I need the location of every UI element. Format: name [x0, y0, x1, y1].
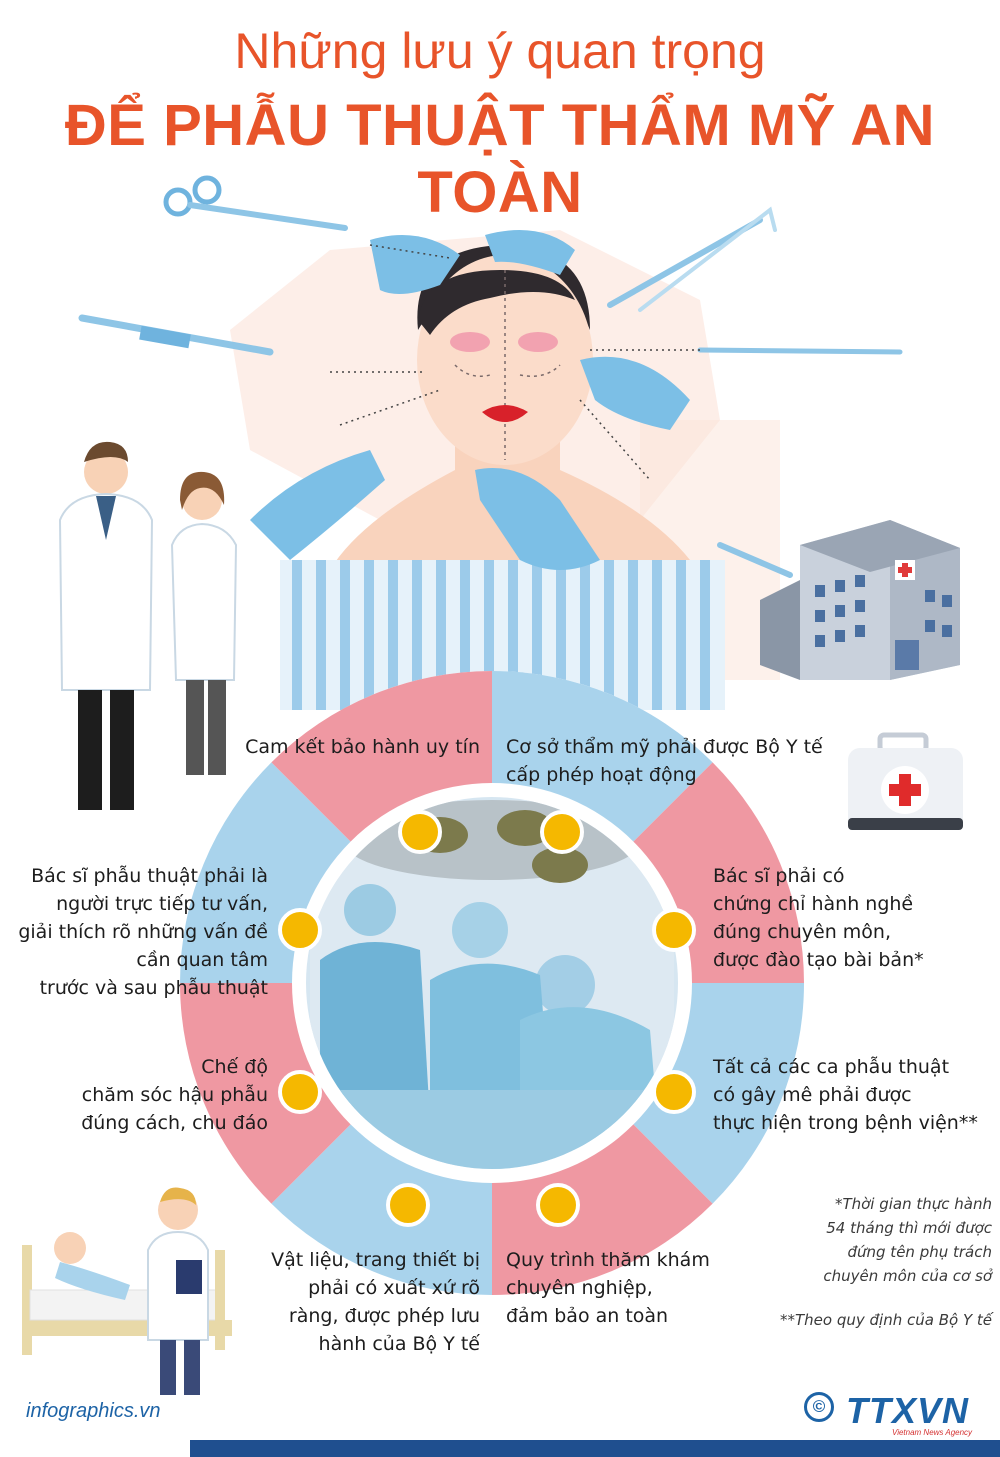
surgery-photo	[310, 800, 674, 1169]
point-cert-line3: đúng chuyên môn,	[713, 921, 892, 943]
point-materials-line4: hành của Bộ Y tế	[318, 1333, 480, 1355]
point-license: Cơ sở thẩm mỹ phải được Bộ Y tế cấp phép…	[506, 733, 846, 789]
footnote-1-line1: *Thời gian thực hành	[834, 1195, 992, 1213]
point-consult-line1: Bác sĩ phẫu thuật phải là	[31, 865, 268, 887]
point-cert-line4: được đào tạo bài bản*	[713, 949, 924, 971]
doctor-with-clipboard-icon	[147, 1187, 209, 1395]
point-aftercare-line3: đúng cách, chu đáo	[81, 1112, 268, 1134]
scalpel-icon	[78, 314, 274, 356]
title-line2: ĐỂ PHẪU THUẬT THẨM MỸ AN TOÀN	[64, 93, 936, 225]
point-consult-line2: người trực tiếp tư vấn,	[56, 893, 268, 915]
doctor-icon	[58, 441, 238, 810]
point-materials-line3: ràng, được phép lưu	[288, 1305, 480, 1327]
footnote-1-line2: 54 tháng thì mới được	[826, 1219, 992, 1237]
point-consult-line5: trước và sau phẫu thuật	[39, 977, 268, 999]
point-license-line2: cấp phép hoạt động	[506, 764, 697, 786]
brand-subtitle: Vietnam News Agency	[892, 1428, 973, 1437]
point-materials-line1: Vật liệu, trang thiết bị	[271, 1249, 480, 1271]
brand-logo: TTXVN	[846, 1390, 970, 1431]
point-materials: Vật liệu, trang thiết bị phải có xuất xứ…	[240, 1246, 480, 1358]
point-certification: Bác sĩ phải có chứng chỉ hành nghề đúng …	[713, 862, 983, 974]
point-exam-line3: đảm bảo an toàn	[506, 1305, 669, 1327]
footnote-1: *Thời gian thực hành 54 tháng thì mới đư…	[770, 1192, 992, 1288]
point-warranty: Cam kết bảo hành uy tín	[180, 733, 480, 761]
points-wheel	[180, 671, 804, 1295]
point-consultation: Bác sĩ phẫu thuật phải là người trực tiế…	[0, 862, 268, 1002]
point-warranty-text: Cam kết bảo hành uy tín	[245, 736, 480, 758]
point-cert-line1: Bác sĩ phải có	[713, 865, 845, 887]
footnote-1-line4: chuyên môn của cơ sở	[823, 1267, 992, 1285]
footnote-1-line3: đứng tên phụ trách	[847, 1243, 992, 1261]
hospital-building-icon	[760, 520, 960, 680]
point-hospital: Tất cả các ca phẫu thuật có gây mê phải …	[713, 1053, 1000, 1137]
point-license-line1: Cơ sở thẩm mỹ phải được Bộ Y tế	[506, 736, 823, 758]
title-line1: Những lưu ý quan trọng	[234, 23, 766, 79]
point-exam-line2: chuyên nghiệp,	[506, 1277, 653, 1299]
footer-bar-gap	[0, 1440, 190, 1457]
first-aid-kit-icon	[848, 732, 963, 830]
point-consult-line3: giải thích rõ những vấn đề	[18, 921, 268, 943]
point-hospital-line1: Tất cả các ca phẫu thuật	[713, 1056, 950, 1078]
probe-icon	[607, 206, 903, 578]
point-exam: Quy trình thăm khám chuyên nghiệp, đảm b…	[506, 1246, 766, 1330]
point-consult-line4: cần quan tâm	[136, 949, 268, 971]
scissors-icon	[163, 175, 348, 231]
footnote-2-text: **Theo quy định của Bộ Y tế	[780, 1311, 992, 1329]
website-label: infographics.vn	[26, 1400, 161, 1422]
point-cert-line2: chứng chỉ hành nghề	[713, 893, 914, 915]
point-hospital-line3: thực hiện trong bệnh viện**	[713, 1112, 978, 1134]
point-hospital-line2: có gây mê phải được	[713, 1084, 912, 1106]
footer-bar	[0, 1440, 1000, 1457]
point-aftercare-line2: chăm sóc hậu phẫu	[81, 1084, 268, 1106]
gloved-hands	[250, 230, 690, 570]
footnote-2: **Theo quy định của Bộ Y tế	[740, 1308, 992, 1332]
point-aftercare-line1: Chế độ	[201, 1056, 268, 1078]
copyright-icon: ©	[804, 1392, 834, 1422]
point-exam-line1: Quy trình thăm khám	[506, 1249, 710, 1271]
point-materials-line2: phải có xuất xứ rõ	[308, 1277, 480, 1299]
point-aftercare: Chế độ chăm sóc hậu phẫu đúng cách, chu …	[40, 1053, 268, 1137]
dotted-arrows	[330, 244, 700, 481]
